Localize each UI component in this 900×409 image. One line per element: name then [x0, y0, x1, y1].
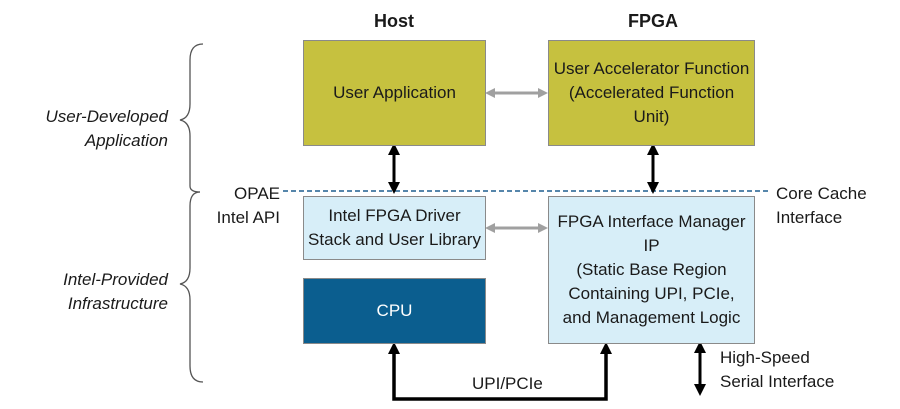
accelerator-function-text: User Accelerator Function (Accelerated F…	[553, 59, 750, 126]
user-developed-label: User-Developed Application	[45, 107, 168, 150]
driver-box: Intel FPGA Driver Stack and User Library	[303, 196, 486, 260]
fpga-header: FPGA	[627, 11, 678, 31]
upi-pcie-link	[388, 342, 612, 401]
intel-provided-brace	[179, 191, 204, 383]
cpu-text: CPU	[376, 301, 413, 320]
high-speed-label: High-Speed Serial Interface	[720, 348, 835, 391]
intel-provided-label: Intel-Provided Infrastructure	[63, 270, 168, 313]
core-cache-label: Core Cache Interface	[776, 184, 867, 227]
fim-box: FPGA Interface Manager IP (Static Base R…	[548, 196, 755, 344]
opae-api-label: OPAE Intel API	[216, 184, 280, 227]
accelerator-function-box: User Accelerator Function (Accelerated F…	[548, 40, 755, 146]
user-developed-brace	[179, 43, 204, 193]
driver-text: Intel FPGA Driver Stack and User Library	[308, 206, 481, 249]
fim-text: FPGA Interface Manager IP (Static Base R…	[557, 212, 746, 327]
user-application-box: User Application	[303, 40, 486, 146]
upi-pcie-label: UPI/PCIe	[472, 374, 543, 393]
user-application-text: User Application	[333, 83, 456, 102]
cpu-box: CPU	[303, 278, 486, 344]
host-header: Host	[374, 11, 414, 31]
